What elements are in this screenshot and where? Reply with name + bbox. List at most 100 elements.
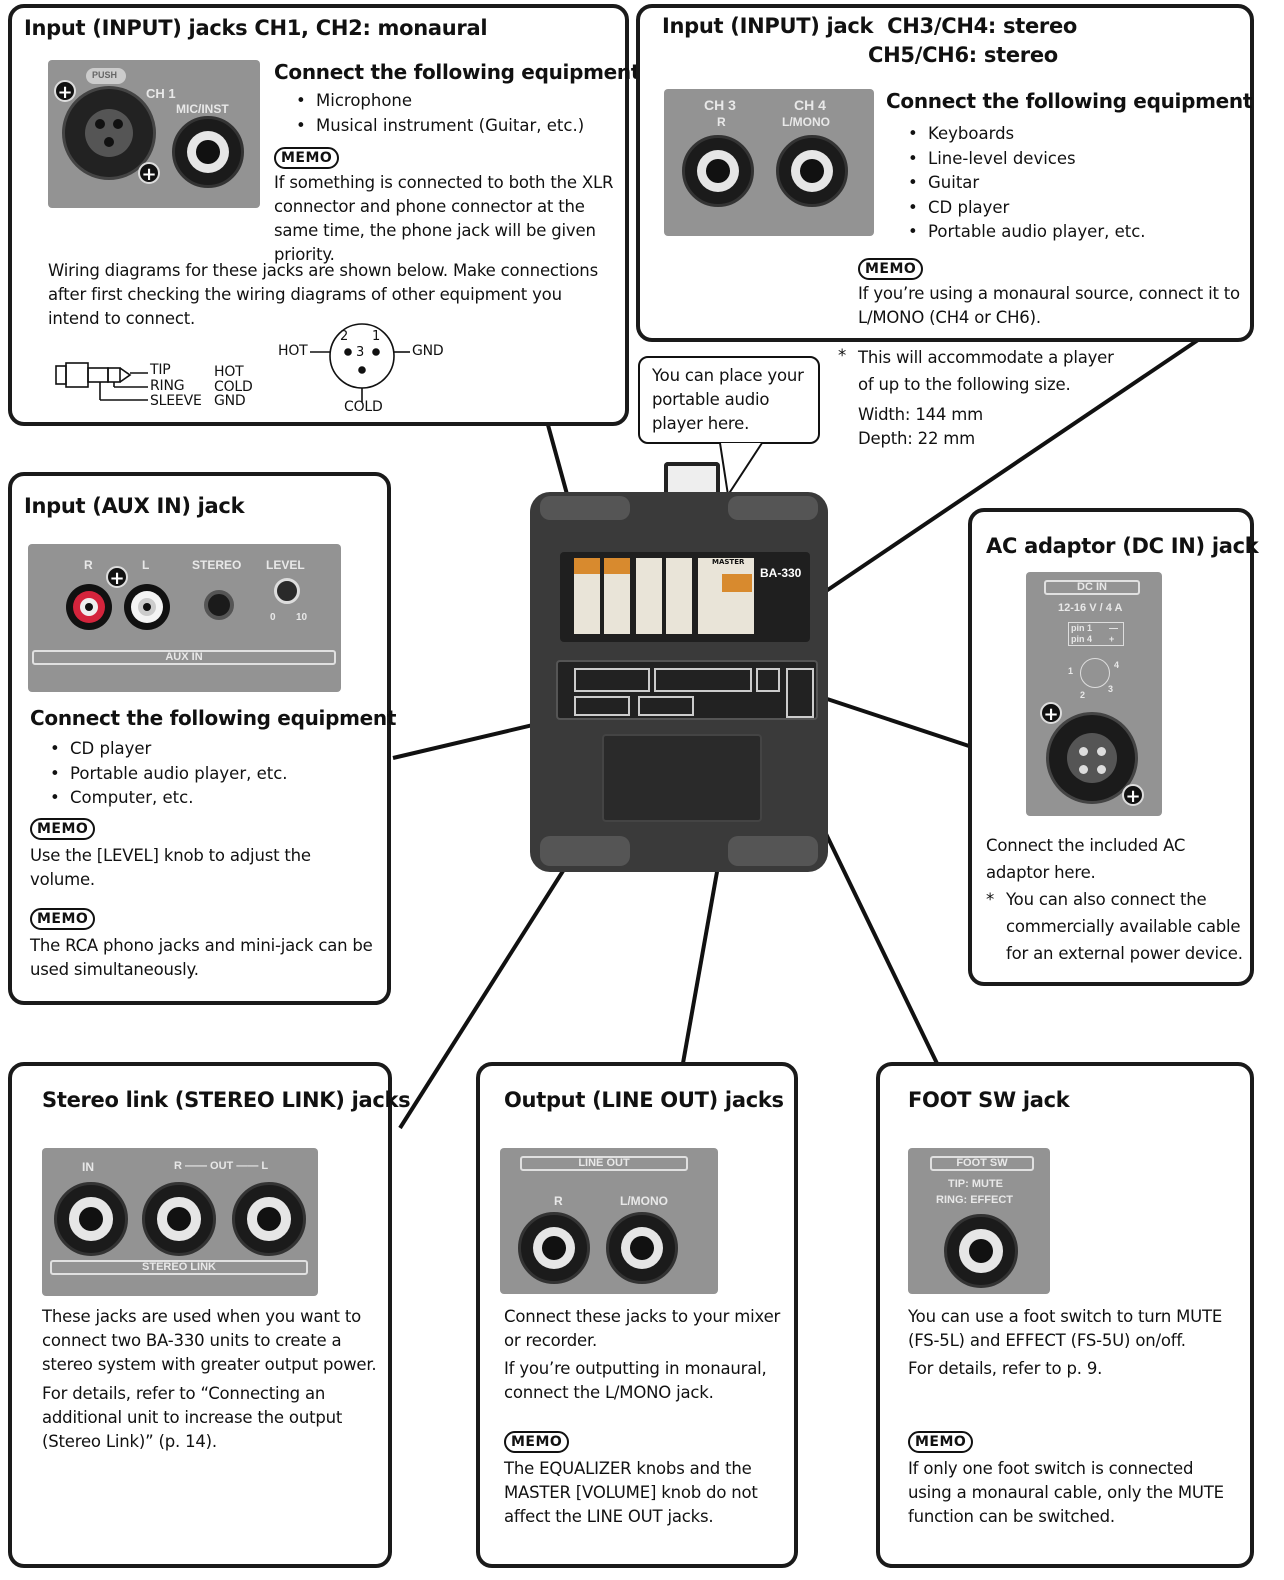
line-out-panel-image: LINE OUT R L/MONO xyxy=(500,1148,718,1294)
ch1-ch2-memo-text: If something is connected to both the XL… xyxy=(274,173,614,264)
ch3-label: CH 3 xyxy=(704,97,736,113)
foot-sw-panel-image: FOOT SW TIP: MUTE RING: EFFECT xyxy=(908,1148,1050,1294)
player-callout: You can place your portable audio player… xyxy=(638,356,820,444)
screw-bottom-icon: + xyxy=(1122,784,1144,807)
link-in-label: IN xyxy=(82,1160,94,1174)
list-item: Musical instrument (Guitar, etc.) xyxy=(292,114,584,139)
xlr-gnd-label: GND xyxy=(412,343,444,359)
list-item: CD player xyxy=(904,196,1146,221)
line-out-l-label: L/MONO xyxy=(620,1194,668,1208)
stereo-link-panel-image: IN R —— OUT —— L STEREO LINK xyxy=(42,1148,318,1296)
top-control-panel: MASTER BA-330 xyxy=(560,552,810,642)
plug-cold-label: COLD xyxy=(214,379,253,395)
foot-sw-title: FOOT SW jack xyxy=(908,1088,1070,1112)
xlr-combo-jack xyxy=(62,86,156,180)
ch1-ch2-section xyxy=(8,4,629,426)
stereo-mini-jack xyxy=(204,590,234,620)
dc-panel-image: DC IN 12-16 V / 4 A pin 1 — pin 4 + 1 4 … xyxy=(1026,572,1162,816)
dc-pin-n1: 1 xyxy=(1068,666,1074,676)
memo-badge: MEMO xyxy=(858,258,924,280)
rca-l-jack xyxy=(124,584,170,630)
wiring-text: Wiring diagrams for these jacks are show… xyxy=(48,261,598,328)
memo-badge: MEMO xyxy=(274,147,340,169)
pin-table: pin 1 — pin 4 + xyxy=(1068,622,1124,646)
line-out-text2: If you’re outputting in monaural, connec… xyxy=(504,1359,767,1402)
foot-sw-ring: RING: EFFECT xyxy=(936,1194,1013,1206)
foot-sw-memo-text: If only one foot switch is connected usi… xyxy=(908,1459,1224,1526)
plug-sleeve-label: SLEEVE xyxy=(150,393,202,409)
level-knob xyxy=(274,578,300,604)
player-width: Width: 144 mm xyxy=(858,405,984,424)
ba330-device: MASTER BA-330 xyxy=(530,462,828,880)
model-label: BA-330 xyxy=(760,566,802,580)
aux-in-title: Input (AUX IN) jack xyxy=(24,494,245,518)
line-out-section xyxy=(476,1062,798,1568)
phone-plug-diagram xyxy=(55,362,148,401)
list-item: Computer, etc. xyxy=(46,786,288,811)
screw-top-icon: + xyxy=(54,80,76,103)
mic-inst-label: MIC/INST xyxy=(176,102,229,116)
xlr-pin3: 3 xyxy=(356,345,365,360)
foot-sw-text1: You can use a foot switch to turn MUTE (… xyxy=(908,1307,1223,1350)
link-in-jack xyxy=(54,1182,128,1256)
dc-in-title: AC adaptor (DC IN) jack xyxy=(986,534,1259,558)
line-out-l-jack xyxy=(606,1212,678,1284)
pin1-label: pin 1 xyxy=(1071,623,1093,633)
plug-gnd-label: GND xyxy=(214,393,246,409)
memo-badge: MEMO xyxy=(504,1431,570,1453)
ch3-ch4-panel-image: CH 3 R CH 4 L/MONO xyxy=(664,89,874,236)
dc-note-star: * xyxy=(986,890,995,909)
line-out-memo-text: The EQUALIZER knobs and the MASTER [VOLU… xyxy=(504,1459,758,1526)
foot-sw-tip: TIP: MUTE xyxy=(948,1178,1003,1190)
level-min: 0 xyxy=(270,612,276,623)
stereo-link-section xyxy=(8,1062,392,1568)
aux-equipment-list: CD player Portable audio player, etc. Co… xyxy=(46,737,288,811)
stereo-link-bar: STEREO LINK xyxy=(50,1260,308,1275)
foot-sw-section xyxy=(876,1062,1254,1568)
ch4-label: CH 4 xyxy=(794,97,826,113)
screw-top-icon: + xyxy=(1040,702,1062,725)
dc-spec: 12-16 V / 4 A xyxy=(1058,602,1123,614)
stereo-link-text2: For details, refer to “Connecting an add… xyxy=(42,1384,343,1451)
xlr-pin2: 2 xyxy=(340,329,349,344)
ch1-ch2-subtitle: Connect the following equipment xyxy=(274,60,641,84)
aux-r-label: R xyxy=(84,558,93,572)
aux-panel-image: R L STEREO LEVEL + 0 10 AUX IN xyxy=(28,544,341,692)
memo-badge: MEMO xyxy=(30,908,96,930)
dc-pin-n2: 2 xyxy=(1080,690,1086,700)
ch1-label: CH 1 xyxy=(146,86,176,101)
link-out-l-jack xyxy=(232,1182,306,1256)
ch1-ch2-title: Input (INPUT) jacks CH1, CH2: monaural xyxy=(24,16,488,40)
list-item: Portable audio player, etc. xyxy=(904,220,1146,245)
link-out-label: R —— OUT —— L xyxy=(174,1160,269,1172)
xlr-hot-label: HOT xyxy=(278,343,308,359)
plug-tip-label: TIP xyxy=(150,362,171,378)
ch4-sub-label: L/MONO xyxy=(782,115,830,129)
screw-icon: + xyxy=(106,566,128,589)
foot-sw-jack xyxy=(944,1214,1018,1288)
stereo-link-text1: These jacks are used when you want to co… xyxy=(42,1307,377,1374)
ch1-ch2-equipment-list: Microphone Musical instrument (Guitar, e… xyxy=(292,89,584,138)
stereo-link-title: Stereo link (STEREO LINK) jacks xyxy=(42,1088,411,1112)
jack-panel xyxy=(556,660,818,720)
list-item: Guitar xyxy=(904,171,1146,196)
screw-bottom-icon: + xyxy=(138,162,160,185)
ch3-jack xyxy=(682,135,754,207)
ch3-ch6-subtitle: Connect the following equipment xyxy=(886,89,1253,113)
dc-pin-n4: 4 xyxy=(1114,660,1120,670)
push-tab xyxy=(86,68,126,84)
player-note-star: * xyxy=(838,346,847,365)
foot-sw-text2: For details, refer to p. 9. xyxy=(908,1359,1103,1378)
list-item: Portable audio player, etc. xyxy=(46,762,288,787)
callout-text: You can place your portable audio player… xyxy=(652,366,804,433)
aux-subtitle: Connect the following equipment xyxy=(30,706,397,730)
aux-stereo-label: STEREO xyxy=(192,558,242,572)
player-depth: Depth: 22 mm xyxy=(858,429,976,448)
dc-note-text: You can also connect the commercially av… xyxy=(1006,890,1243,963)
master-label: MASTER xyxy=(712,558,745,566)
xlr-cold-label: COLD xyxy=(344,399,383,415)
line-out-text1: Connect these jacks to your mixer or rec… xyxy=(504,1307,781,1350)
aux-memo2-text: The RCA phono jacks and mini-jack can be… xyxy=(30,936,373,979)
ch3-ch6-title-line1: Input (INPUT) jack CH3/CH4: stereo xyxy=(662,14,1078,38)
line-out-r-label: R xyxy=(554,1194,563,1208)
